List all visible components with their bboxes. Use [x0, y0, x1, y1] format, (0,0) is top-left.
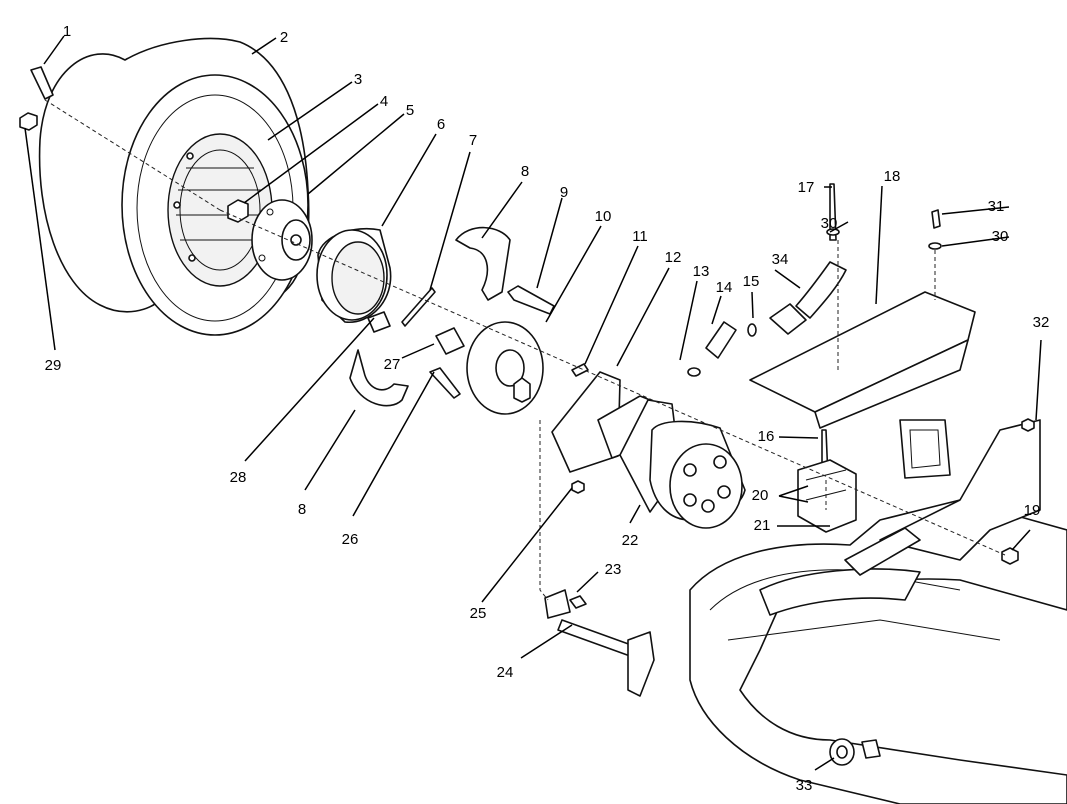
callout-9: 9 — [560, 184, 568, 201]
brake-shoe-lower — [349, 349, 409, 407]
callout-32: 32 — [1033, 314, 1050, 331]
elbow-fitting — [705, 321, 737, 359]
leader-lines — [24, 35, 1042, 771]
hydraulic-hose — [769, 261, 847, 335]
callout-30-right: 30 — [992, 228, 1009, 245]
callout-33: 33 — [796, 777, 813, 794]
motor-shield — [749, 291, 976, 429]
brake-shoe-upper — [455, 226, 511, 301]
callout-27: 27 — [384, 356, 401, 373]
callout-16: 16 — [758, 428, 775, 445]
brake-rod — [544, 589, 655, 697]
fitting-27 — [435, 327, 465, 355]
callout-25: 25 — [470, 605, 487, 622]
callout-24: 24 — [497, 664, 514, 681]
bolt — [507, 285, 555, 315]
hydraulic-motor — [619, 399, 746, 529]
callout-1: 1 — [63, 23, 71, 40]
callout-13: 13 — [693, 263, 710, 280]
cotter-pin — [401, 287, 436, 327]
callout-23: 23 — [605, 561, 622, 578]
callout-20: 20 — [752, 487, 769, 504]
callout-10: 10 — [595, 208, 612, 225]
callout-6: 6 — [437, 116, 445, 133]
wheel-stud — [19, 66, 54, 131]
callout-4: 4 — [380, 93, 388, 110]
callout-30-left: 30 — [821, 215, 838, 232]
callout-18: 18 — [884, 168, 901, 185]
callout-labels: 1 2 3 4 5 6 7 8 9 10 11 12 13 14 15 34 1… — [45, 23, 1050, 794]
clamp-blocks — [797, 459, 857, 533]
callout-14: 14 — [716, 279, 733, 296]
callout-21: 21 — [754, 517, 771, 534]
callout-29: 29 — [45, 357, 62, 374]
callout-5: 5 — [406, 102, 414, 119]
callout-8-lower: 8 — [298, 501, 306, 518]
bolt-31 — [931, 209, 941, 229]
callout-19: 19 — [1024, 502, 1041, 519]
backing-plate — [466, 321, 544, 415]
callout-34: 34 — [772, 251, 789, 268]
callout-17: 17 — [798, 179, 815, 196]
nut-32 — [1021, 418, 1035, 432]
callout-22: 22 — [622, 532, 639, 549]
callout-28: 28 — [230, 469, 247, 486]
o-ring — [687, 367, 701, 377]
spring-clip — [569, 595, 587, 609]
long-bolt-17 — [829, 183, 837, 241]
lug-nut — [227, 199, 249, 223]
screw-26 — [429, 367, 461, 399]
bushing-33 — [829, 738, 881, 766]
washer-30b — [928, 242, 942, 250]
o-ring-small — [747, 323, 757, 337]
callout-11: 11 — [632, 228, 648, 245]
shaft-key — [571, 363, 589, 377]
nut-25 — [571, 480, 585, 494]
callout-3: 3 — [354, 71, 362, 88]
callout-8-upper: 8 — [521, 163, 529, 180]
tire — [38, 37, 310, 336]
washer-30a — [826, 228, 840, 236]
brake-drum — [316, 228, 392, 333]
callout-2: 2 — [280, 29, 288, 46]
locknut-19 — [1001, 547, 1019, 565]
callout-12: 12 — [665, 249, 682, 266]
mower-frame — [689, 419, 1067, 804]
callout-7: 7 — [469, 132, 477, 149]
callout-26: 26 — [342, 531, 359, 548]
callout-31: 31 — [988, 198, 1005, 215]
callout-15: 15 — [743, 273, 760, 290]
wheel-hub — [251, 199, 313, 281]
